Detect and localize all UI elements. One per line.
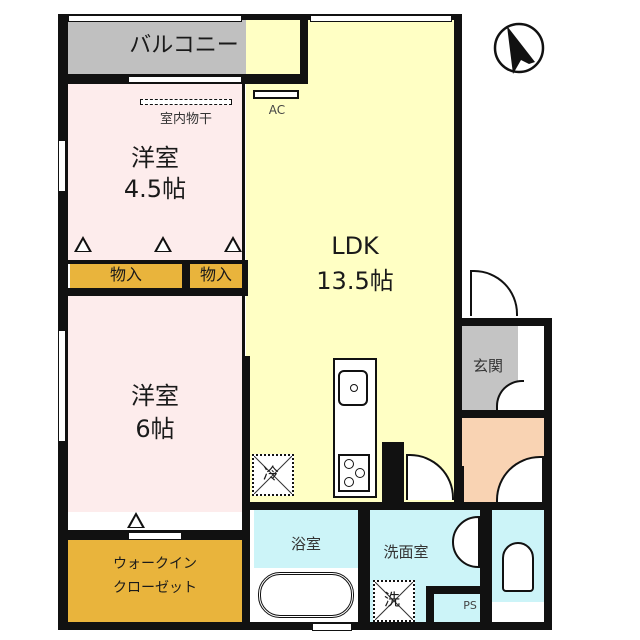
ps-label: PS [463,599,477,612]
western-room-1-name: 洋室 [131,144,179,172]
north-arrow-icon [487,18,551,82]
western-room-1 [66,84,244,264]
wall-entrance-bottom [458,410,552,418]
washer-label: 洗 [384,590,401,609]
ldk-name: LDK [331,232,379,260]
room1-window-side [58,140,66,192]
door-marker-icon [224,236,242,252]
wall-room2-right-upper [242,296,245,356]
room1-window [128,76,242,83]
washroom-label: 洗面室 [383,543,429,561]
wall-ldk-bottom [242,502,552,510]
bathroom-area [254,510,358,570]
sink-icon [338,370,368,406]
closet-door [128,532,182,540]
storage-2-area [190,264,242,288]
wall-kitchen-right [382,442,404,504]
wall-entrance-top [458,318,552,326]
wall-storage-mid [182,260,190,290]
wall-room2-right-lower [242,356,250,628]
fridge-label: 冷 [263,464,280,483]
balcony-label: バルコニー [129,33,239,58]
bath-window-bottom [312,623,352,631]
entrance-label: 玄関 [472,357,503,375]
wall-ps-top [426,586,482,594]
western-room-2-size: 6帖 [135,415,175,443]
wall-outer-right-lower [544,318,552,630]
ldk-window-top [310,15,452,22]
wall-room1-right [242,84,245,290]
indoor-drying-rod [140,99,232,105]
washer-space: 洗 [373,580,415,622]
bathroom-label: 浴室 [290,535,321,553]
wall-outer-bottom [58,622,552,630]
stove-icon [338,454,370,492]
door-marker-icon [154,236,172,252]
wall-bath-right [358,504,370,624]
storage-2-label: 物入 [199,265,232,284]
western-room-1-size: 4.5帖 [123,175,187,203]
fridge-space: 冷 [252,454,294,496]
walk-in-closet-area [68,538,242,622]
wall-storage-top [66,260,248,264]
wall-outer-right-upper [454,14,462,510]
walk-in-closet-line1: ウォークイン [113,556,197,572]
wall-hall-divider [458,466,464,506]
walk-in-closet-line2: クローゼット [113,580,197,596]
wall-outer-left [58,14,68,630]
door-marker-icon [74,236,92,252]
storage-1-label: 物入 [109,265,142,284]
ldk-size: 13.5帖 [316,267,394,295]
ac-label: AC [268,103,286,117]
wall-outer-top [58,14,460,20]
indoor-drying-label: 室内物干 [159,112,212,127]
balcony-window-top [68,15,242,22]
wall-ps-left [426,586,434,622]
door-marker-icon [127,512,145,528]
wall-storage-right [242,260,248,290]
toilet-icon [502,542,534,592]
wall-balcony-right [300,14,308,84]
wall-storage-bottom [58,288,248,296]
western-room-2 [66,296,242,512]
bathtub-icon [258,572,354,618]
ac-unit-icon [253,90,299,99]
western-room-2-name: 洋室 [131,382,179,410]
storage-1-area [70,264,182,288]
room2-window-side [58,330,66,442]
front-door-icon [470,270,518,316]
wall-wash-right [480,504,492,624]
